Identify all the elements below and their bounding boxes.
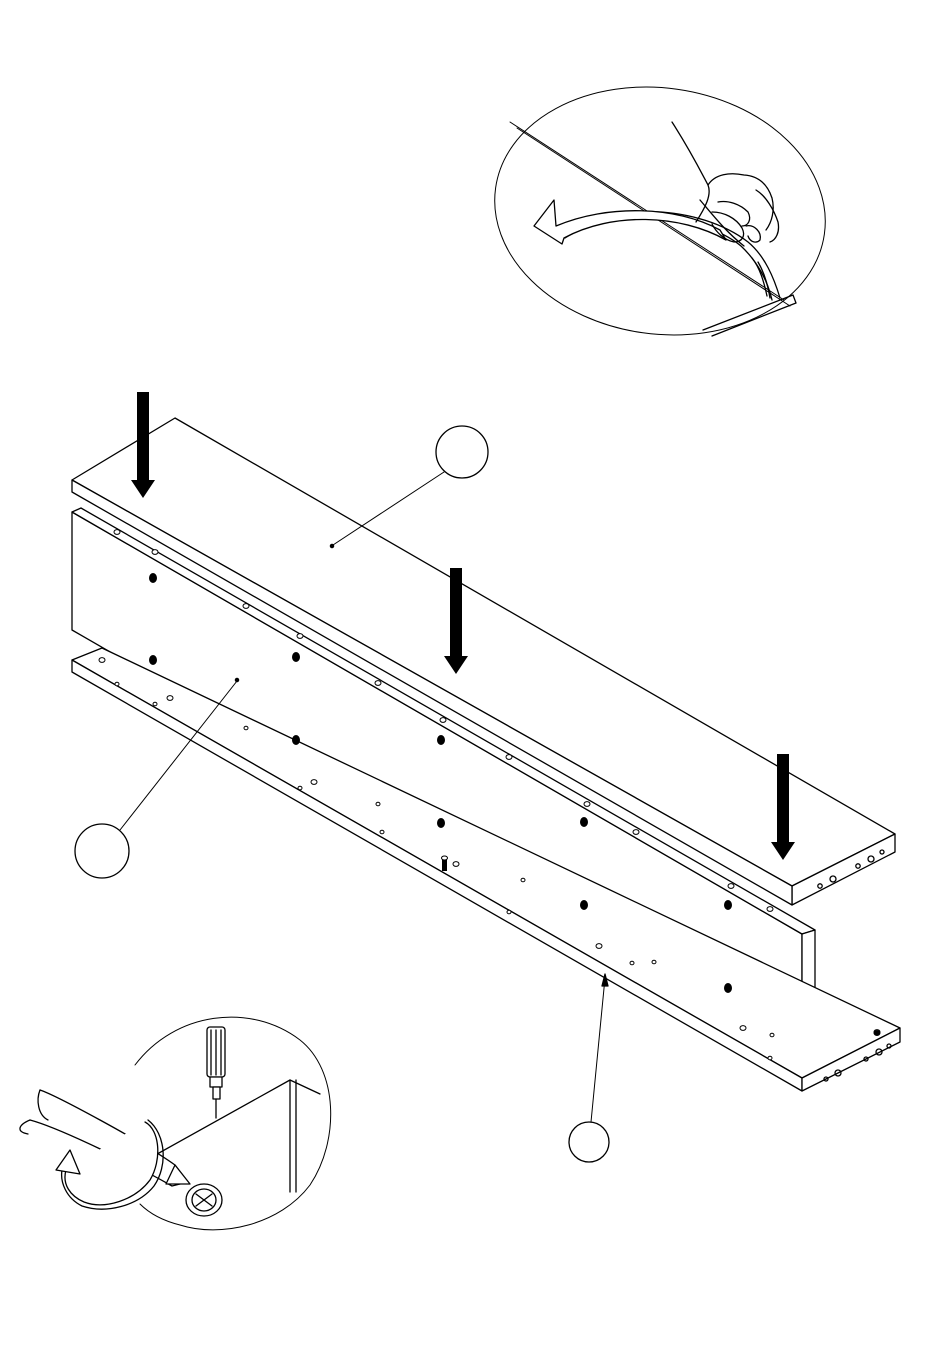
leader-line [591,978,605,1122]
fitting-head [442,856,448,860]
fitting-icon [442,859,447,871]
board-hole [770,1033,774,1037]
board-hole [768,1056,772,1060]
screwdriver-detail [20,1017,331,1230]
board-hole [99,658,105,663]
board-hole [167,696,173,701]
board-corner [150,1080,320,1158]
edge-hole [152,550,158,555]
edge-hole [633,830,639,835]
board-hole [115,682,119,686]
curved-arrow-icon [534,200,726,244]
edge-hole [728,884,734,889]
edge-hole [375,681,381,686]
board-hole [380,830,384,834]
edge-hole [440,718,446,723]
part-label-circle [436,426,488,478]
callout-bottom-board [569,974,609,1162]
dowel-hole [580,817,588,827]
board-hole [596,944,602,949]
dowel-hole [149,655,157,665]
leader-line [333,472,444,545]
dowel-hole [292,735,300,745]
leader-dot [330,544,333,547]
dowel-hole [580,900,588,910]
dowel-hole [724,900,732,910]
board-hole [652,960,656,964]
edge-hole [584,802,590,807]
dowel-hole [149,573,157,583]
cam-lock-icon [186,1184,222,1216]
detail-ellipse [478,66,841,356]
rotate-arrow-icon [56,1120,163,1209]
board-hole [453,862,459,867]
dowel-hole [724,983,732,993]
dowel-hole [437,735,445,745]
board-hole [311,780,317,785]
peel-film-detail [478,66,841,356]
corner-hole [874,1030,881,1036]
edge-hole [114,530,120,535]
edge-hole [767,907,773,912]
leader-dot [235,678,238,681]
board-hole [376,802,380,806]
board-hole [630,961,634,965]
edge-hole [297,634,303,639]
dowel-hole [292,652,300,662]
part-label-circle [569,1122,609,1162]
board-hole [244,726,248,730]
connector-bolt-icon [207,1027,225,1118]
board-hole [153,702,157,706]
edge-hole [243,604,249,609]
part-label-circle [75,824,129,878]
hand-icon [672,122,779,246]
board-hole [507,910,511,914]
board-hole [521,878,525,882]
dowel-hole [437,818,445,828]
detail-circle-arc [135,1017,331,1230]
board-hole [298,786,302,790]
board-hole [740,1026,746,1031]
edge-hole [506,755,512,760]
